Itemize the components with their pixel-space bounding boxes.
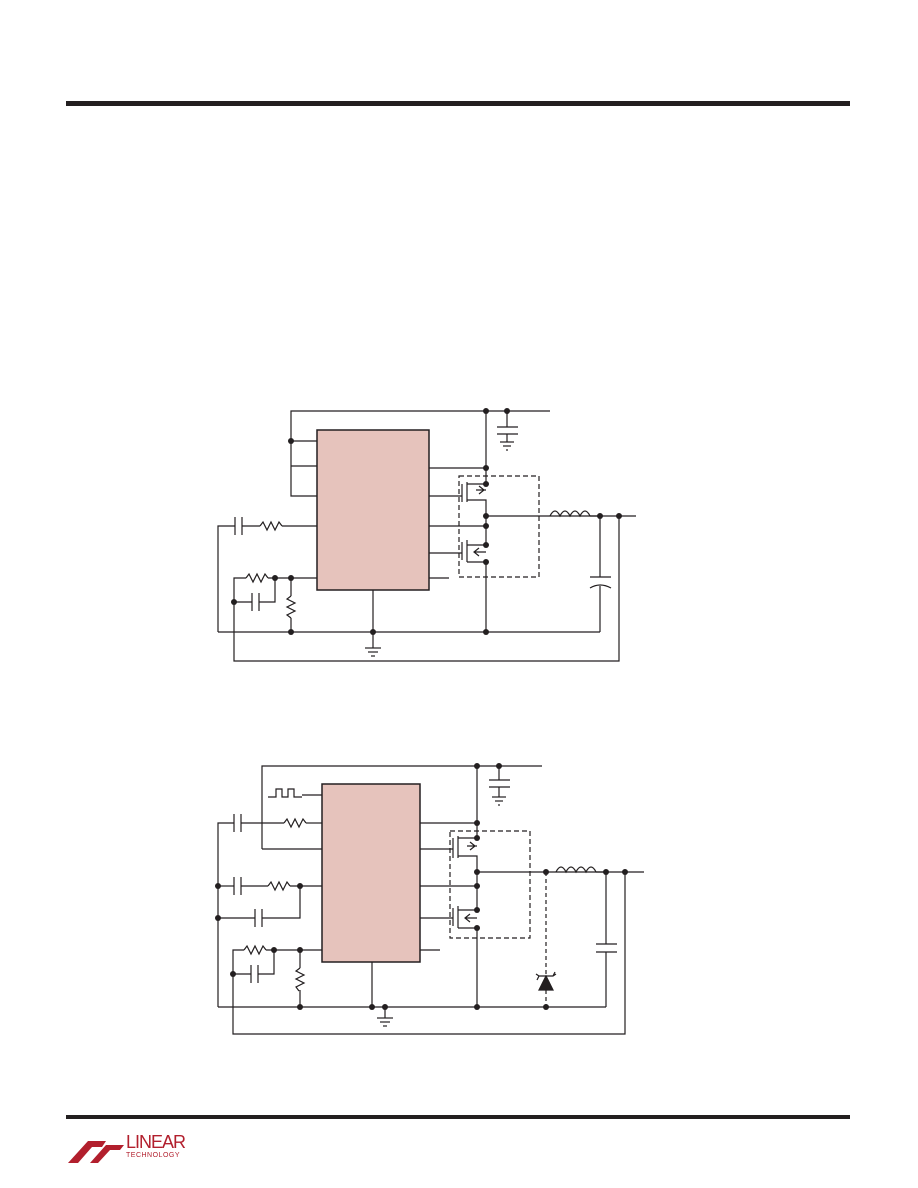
footer-rule (66, 1115, 850, 1119)
brand-name: LINEAR (126, 1132, 186, 1152)
schematic-bottom-wiring (217, 765, 644, 1035)
header-rule (66, 101, 850, 106)
mosfet-package-bottom (449, 830, 531, 939)
schottky-diode-optional (535, 872, 557, 1007)
schematic-top-wiring (217, 410, 636, 662)
brand-wordmark: LINEAR TECHNOLOGY (126, 1132, 186, 1159)
controller-ic-top (316, 429, 430, 591)
mosfet-package-top (458, 475, 540, 578)
brand-subtitle: TECHNOLOGY (126, 1152, 181, 1159)
linear-logo-icon (68, 1141, 124, 1163)
junction-dots-bottom (215, 763, 628, 1010)
controller-ic-bottom (321, 783, 421, 963)
junction-dots-top (231, 408, 622, 635)
